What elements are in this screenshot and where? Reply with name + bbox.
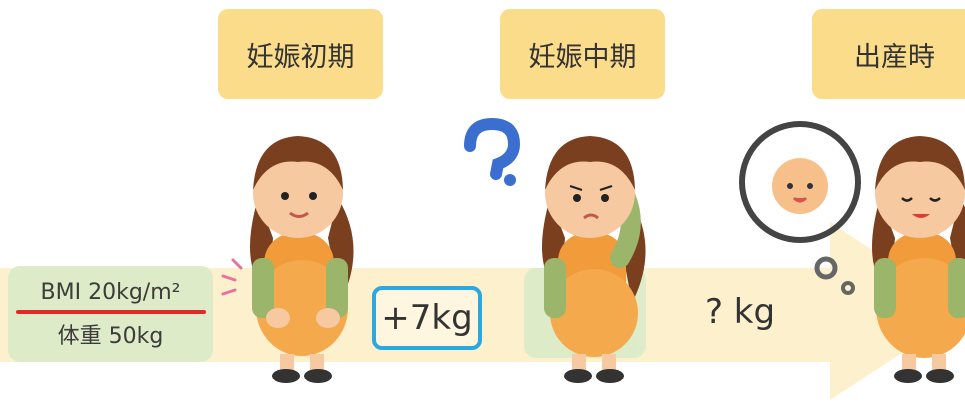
stage-label-early: 妊娠初期 xyxy=(218,9,383,99)
pregnant-woman-early-illustration xyxy=(250,136,354,383)
unknown-weight-text: ? kg xyxy=(704,292,776,332)
weight-gain-text: +7kg xyxy=(381,298,473,338)
stage-label-birth-text: 出産時 xyxy=(854,41,935,73)
question-mark-icon xyxy=(464,117,521,186)
weight-gain-box: +7kg xyxy=(372,286,482,350)
stage-label-mid: 妊娠中期 xyxy=(500,9,665,99)
stage-label-early-text: 妊娠初期 xyxy=(246,41,355,73)
pregnant-woman-birth-illustration xyxy=(872,136,965,383)
thought-bubble-baby xyxy=(739,121,861,295)
stage-label-birth: 出産時 xyxy=(812,9,965,99)
start-info-box: BMI 20kg/m² 体重 50kg xyxy=(8,266,213,362)
stage-label-mid-text: 妊娠中期 xyxy=(528,41,637,73)
bmi-text: BMI 20kg/m² xyxy=(40,280,181,305)
bmi-underline xyxy=(16,310,206,314)
start-weight-text: 体重 50kg xyxy=(57,324,164,349)
sparkle-lines xyxy=(221,258,243,296)
pregnant-woman-mid-illustration xyxy=(542,136,646,383)
